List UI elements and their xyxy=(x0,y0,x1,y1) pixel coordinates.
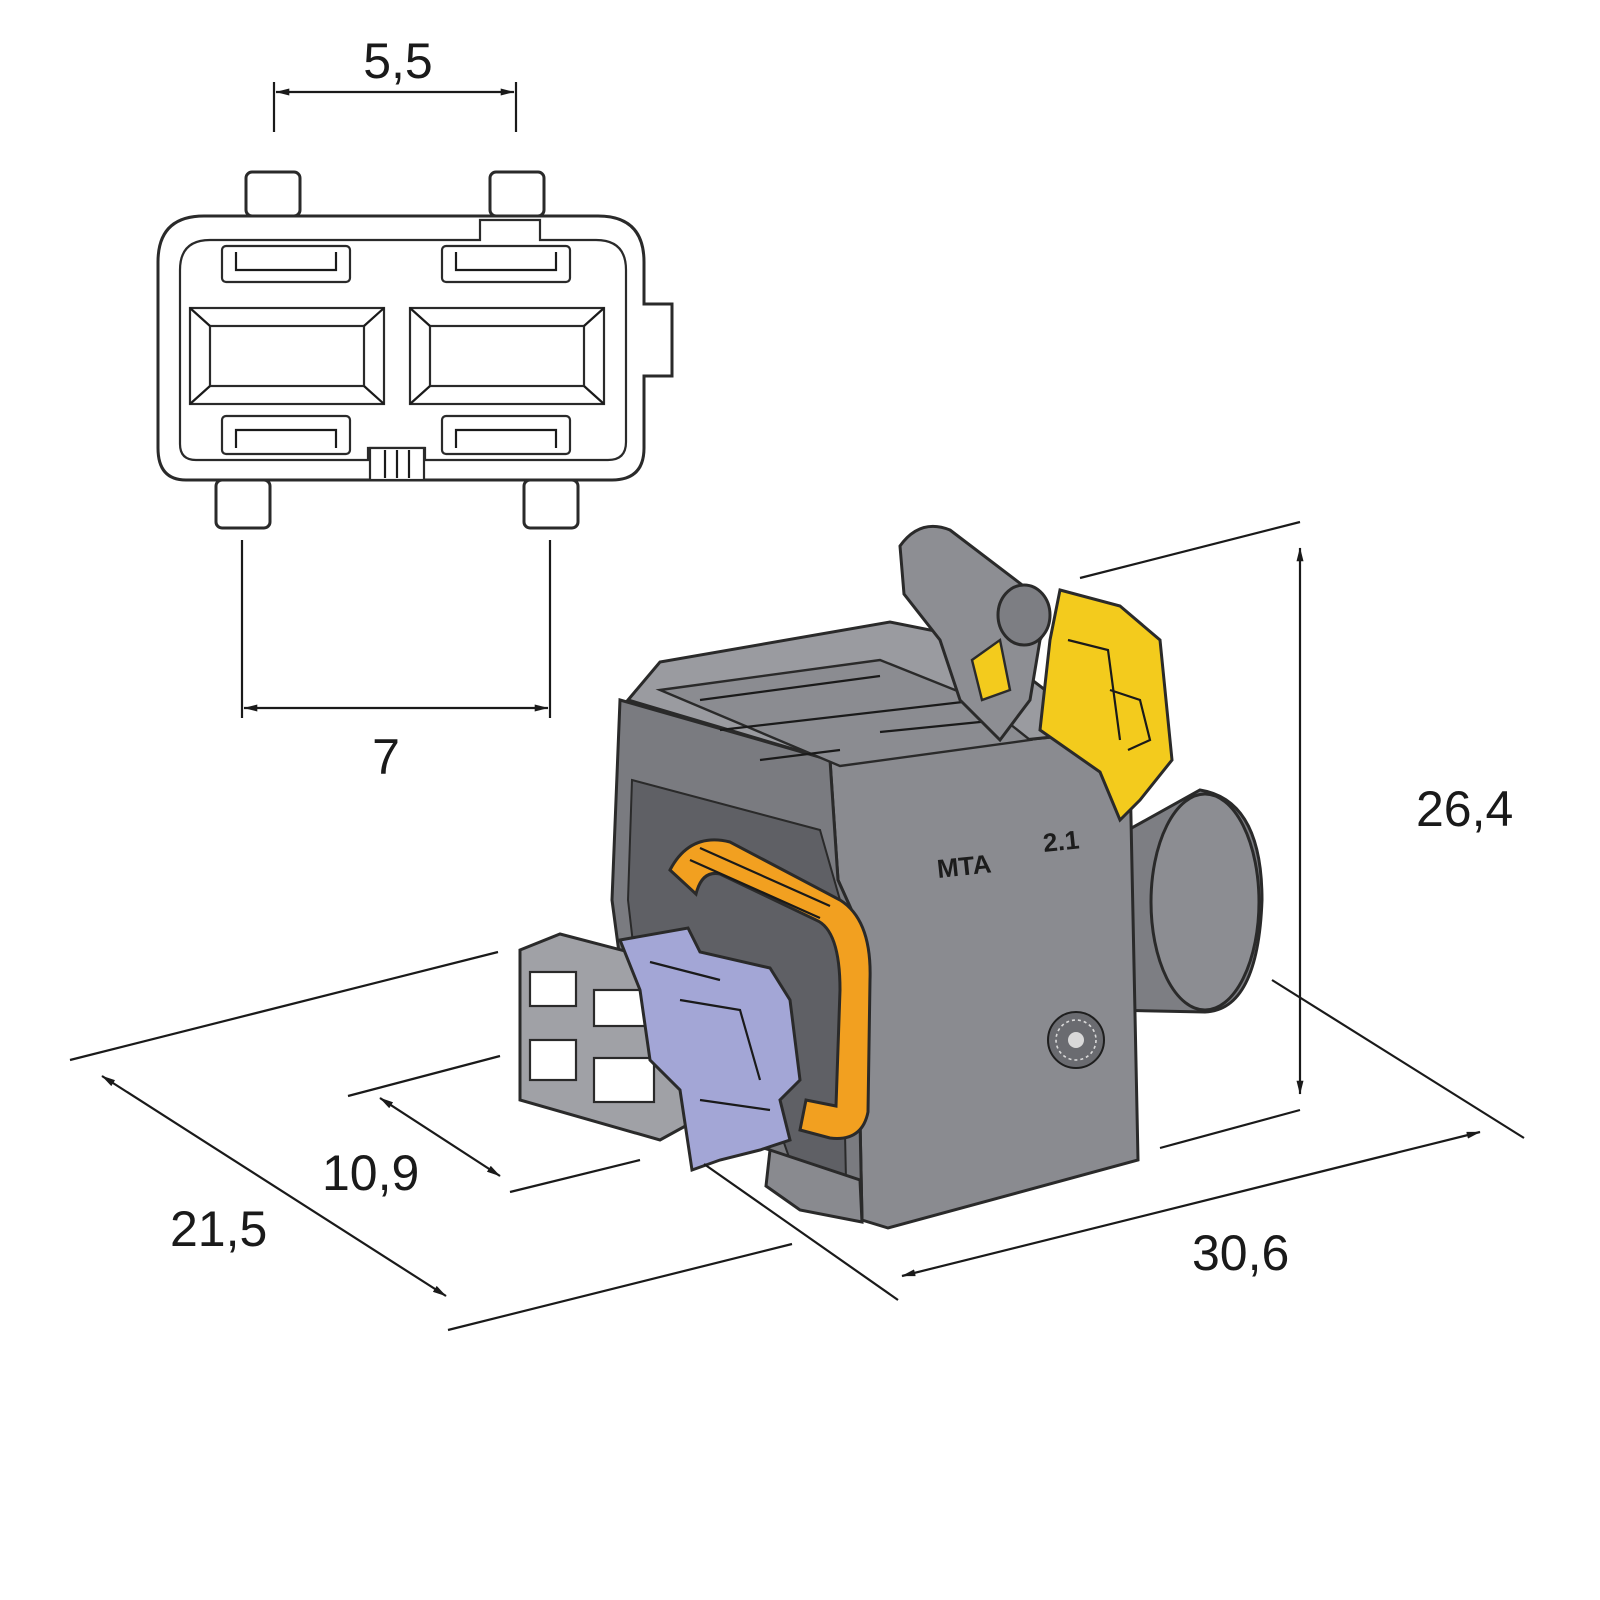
dimension-length: 30,6 xyxy=(703,979,1525,1301)
dimension-depth: 21,5 xyxy=(69,950,793,1332)
cpa-lavender xyxy=(617,926,802,1173)
housing-front-face xyxy=(828,730,1140,1230)
dimension-bottom-width: 7 xyxy=(240,540,552,785)
dimension-top-width: 5,5 xyxy=(272,33,518,132)
date-code-wheel xyxy=(1047,1011,1105,1069)
offset-label: 10,9 xyxy=(322,1145,419,1201)
front-view xyxy=(156,170,674,530)
bottom-width-label: 7 xyxy=(372,729,400,785)
depth-label: 21,5 xyxy=(170,1201,267,1257)
dimension-offset: 10,9 xyxy=(322,1054,641,1201)
yellow-lock xyxy=(1038,588,1174,823)
top-width-label: 5,5 xyxy=(363,33,433,89)
brand-mark: MTA xyxy=(935,848,992,884)
code-mark: 2.1 xyxy=(1041,824,1080,858)
connector-3d: MTA 2.1 xyxy=(518,525,1264,1230)
length-label: 30,6 xyxy=(1192,1225,1289,1281)
height-label: 26,4 xyxy=(1416,781,1513,837)
